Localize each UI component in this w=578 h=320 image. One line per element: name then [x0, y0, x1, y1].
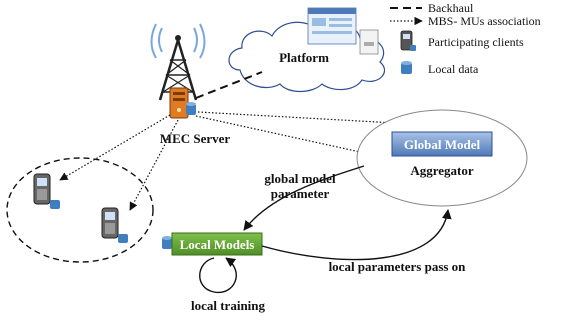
- phone-icon: [33, 173, 60, 209]
- database-icon: [162, 236, 172, 249]
- local-models-label: Local Models: [180, 237, 255, 252]
- window-icon: [307, 7, 357, 45]
- legend-backhaul-label: Backhaul: [428, 1, 474, 15]
- platform-label: Platform: [279, 50, 329, 65]
- local-training-label: local training: [191, 298, 266, 313]
- local-parameter-edge: [261, 209, 452, 261]
- aggregator-ellipse: [356, 109, 528, 207]
- local-pass-on-label: local parameters pass on: [329, 259, 467, 274]
- legend: Backhaul MBS- MUs association Participat…: [390, 1, 541, 76]
- clients-group: [6, 157, 154, 263]
- server-icon: [169, 87, 196, 119]
- database-icon: [401, 61, 412, 74]
- legend-association-label: MBS- MUs association: [428, 14, 541, 28]
- phone-icon: [101, 207, 128, 243]
- global-param-label-1: global model: [264, 171, 336, 186]
- phone-icon: [400, 30, 416, 51]
- local-models-box: [171, 232, 263, 256]
- document-icon: [359, 29, 379, 55]
- association-edge-client-1: [59, 114, 171, 181]
- local-training-loop: [199, 257, 237, 294]
- global-model-label: Global Model: [404, 137, 481, 152]
- legend-clients-label: Participating clients: [428, 35, 524, 49]
- legend-local-data-label: Local data: [428, 62, 479, 76]
- association-edge-client-2: [129, 119, 179, 211]
- global-model-box: [391, 131, 493, 157]
- association-edge-aggregator-1: [197, 111, 396, 124]
- mec-server-label: MEC Server: [160, 131, 231, 146]
- backhaul-edge: [195, 71, 263, 99]
- global-parameter-edge: [243, 165, 365, 231]
- aggregator-label: Aggregator: [410, 163, 474, 178]
- global-param-label-2: parameter: [271, 186, 330, 201]
